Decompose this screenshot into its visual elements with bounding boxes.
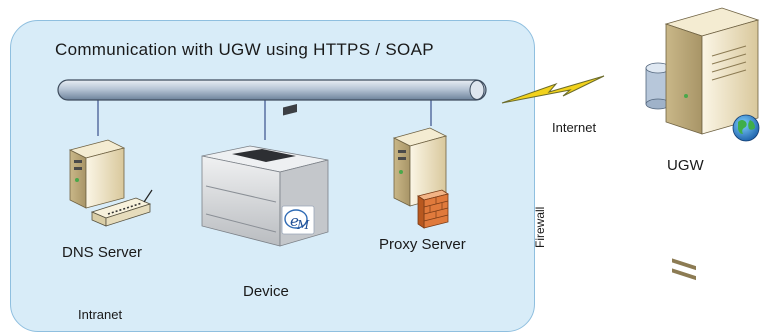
ugw-label: UGW <box>667 157 704 174</box>
device-label: Device <box>243 283 289 300</box>
globe-icon <box>732 114 760 142</box>
intranet-label: Intranet <box>78 307 123 322</box>
firewall-brick-icon <box>417 189 449 229</box>
bus-drop-lines <box>97 100 432 140</box>
network-bus <box>57 79 487 101</box>
firewall-label: Firewall <box>533 206 547 248</box>
diagram-title: Communication with UGW using HTTPS / SOA… <box>55 40 434 59</box>
dns-server-icon <box>68 139 153 227</box>
internet-label: Internet <box>552 120 597 135</box>
proxy-server-label: Proxy Server <box>379 236 466 253</box>
svg-text:M: M <box>296 218 310 232</box>
ugw-server-icon <box>645 7 760 281</box>
internet-lightning-icon <box>501 75 605 104</box>
device-printer-icon: e M <box>201 103 329 247</box>
proxy-server-icon <box>392 127 449 229</box>
svg-text:e: e <box>290 212 299 230</box>
dns-server-label: DNS Server <box>62 244 143 261</box>
